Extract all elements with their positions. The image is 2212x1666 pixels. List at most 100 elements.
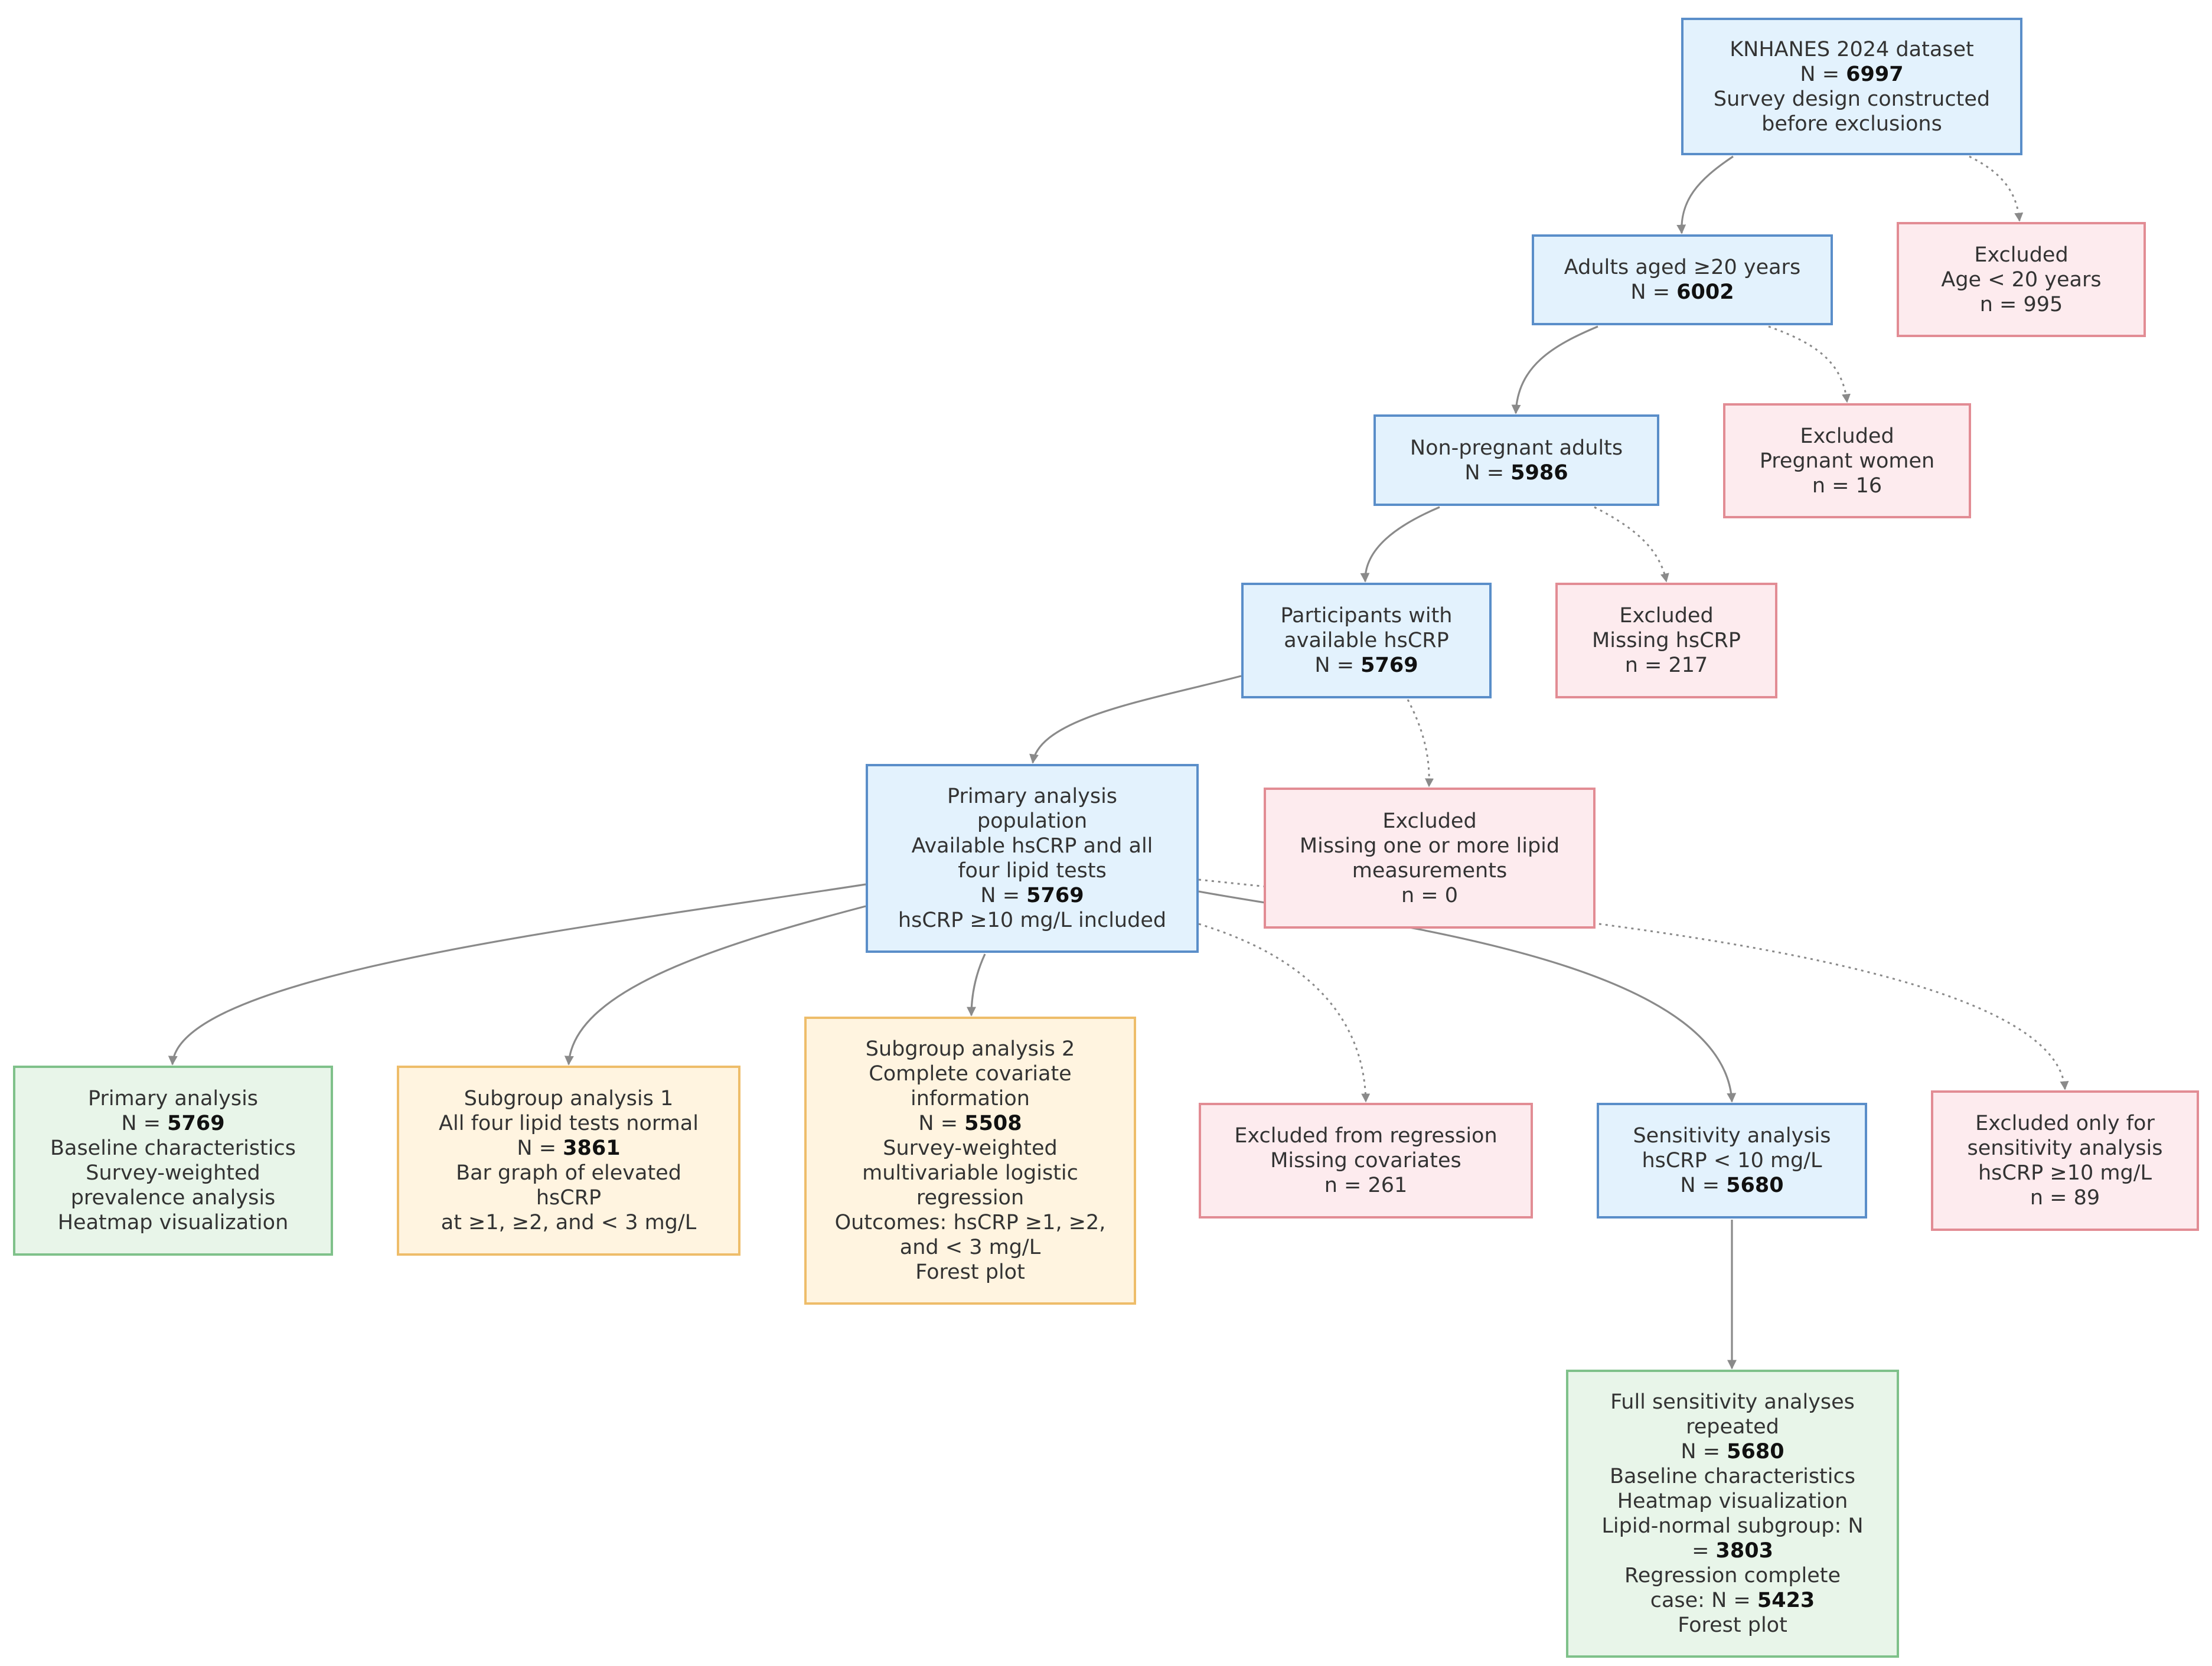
node-line: Baseline characteristics — [50, 1136, 296, 1161]
node-line: Missing hsCRP — [1592, 628, 1741, 653]
edge-available-to-primary-population — [1029, 675, 1242, 764]
node-line-text: Excluded from regression — [1234, 1124, 1497, 1148]
edge-population-to-subgroup1 — [564, 905, 866, 1066]
node-line-text: Heatmap visualization — [1617, 1489, 1848, 1513]
node-line: before exclusions — [1761, 112, 1942, 136]
node-line: N = 6997 — [1800, 62, 1903, 87]
edge-nonpregnant-to-excluded-hscrp — [1594, 506, 1669, 583]
node-line-text: Full sensitivity analyses — [1610, 1390, 1855, 1414]
node-line-text: n = 89 — [2030, 1186, 2100, 1210]
node-line: regression — [916, 1185, 1024, 1210]
node-line-text: prevalence analysis — [70, 1186, 276, 1210]
node-line-text: Non-pregnant adults — [1410, 436, 1623, 460]
node-line-text: N = — [121, 1112, 168, 1135]
node-line: and < 3 mg/L — [900, 1235, 1040, 1260]
node-line: Survey design constructed — [1714, 87, 1990, 112]
node-line-text: measurements — [1352, 858, 1508, 883]
node-line: n = 995 — [1980, 292, 2063, 317]
node-line: N = 5508 — [918, 1111, 1022, 1136]
node-line: N = 3861 — [517, 1136, 620, 1161]
node-line-text: = — [1692, 1539, 1716, 1563]
node-line: Primary analysis — [947, 784, 1117, 809]
node-line: Heatmap visualization — [58, 1210, 289, 1235]
edge-available-to-excluded-lipid — [1407, 699, 1434, 788]
node-line-text: before exclusions — [1761, 112, 1942, 136]
node-line-text: hsCRP ≥10 mg/L included — [898, 909, 1167, 932]
edge-dataset-to-excluded-age — [1969, 155, 2024, 222]
node-line-text: Survey-weighted — [86, 1161, 260, 1185]
node-line: Excluded — [1382, 809, 1476, 834]
node-line: All four lipid tests normal — [439, 1111, 699, 1136]
node-line-text: multivariable logistic — [862, 1161, 1078, 1185]
node-count: 5769 — [1026, 884, 1084, 907]
node-line: Non-pregnant adults — [1410, 436, 1623, 460]
node-line: Excluded from regression — [1234, 1123, 1497, 1148]
node-line-text: Bar graph of elevated — [456, 1161, 681, 1185]
node-line: N = 5769 — [1314, 653, 1418, 678]
node-line: hsCRP — [536, 1185, 601, 1210]
node-line-text: N = — [1314, 654, 1361, 677]
node-line: Excluded only for — [1975, 1111, 2155, 1136]
node-line: at ≥1, ≥2, and < 3 mg/L — [441, 1210, 696, 1235]
node-line-text: n = 0 — [1401, 883, 1459, 907]
node-line-text: Sensitivity analysis — [1633, 1124, 1831, 1148]
node-line: = 3803 — [1692, 1538, 1773, 1563]
node-line-text: Subgroup analysis 1 — [464, 1087, 674, 1110]
node-line: Outcomes: hsCRP ≥1, ≥2, — [835, 1210, 1106, 1235]
node-line-text: Baseline characteristics — [1609, 1465, 1855, 1488]
node-line: Excluded — [1619, 603, 1713, 628]
node-line-text: hsCRP < 10 mg/L — [1642, 1149, 1822, 1172]
node-line: Adults aged ≥20 years — [1564, 255, 1800, 280]
node-line-text: Baseline characteristics — [50, 1136, 296, 1160]
node-line: prevalence analysis — [71, 1185, 276, 1210]
edge-adults-to-excluded-pregnant — [1768, 325, 1851, 403]
node-count: 5769 — [167, 1112, 225, 1135]
node-line-text: information — [910, 1087, 1030, 1110]
node-line-text: N = — [1464, 460, 1511, 485]
node-line-text: Primary analysis — [947, 785, 1118, 808]
node-line: Primary analysis — [88, 1086, 258, 1111]
node-line: N = 5986 — [1464, 460, 1568, 485]
node-line-text: Primary analysis — [87, 1087, 259, 1110]
node-count: 3861 — [563, 1136, 621, 1160]
edge-nonpregnant-to-available — [1360, 506, 1440, 583]
node-line-text: Missing one or more lipid — [1299, 834, 1560, 858]
node-line-text: at ≥1, ≥2, and < 3 mg/L — [441, 1211, 697, 1234]
node-line: measurements — [1352, 858, 1507, 883]
node-count: 5769 — [1361, 654, 1418, 677]
node-line: Participants with — [1281, 603, 1453, 628]
node-count: 5680 — [1726, 1174, 1784, 1197]
node-line-text: KNHANES 2024 dataset — [1730, 37, 1974, 61]
node-count: 5986 — [1510, 460, 1568, 485]
node-line-text: Subgroup analysis 2 — [865, 1037, 1075, 1061]
node-line: Missing covariates — [1270, 1148, 1461, 1173]
node-line: n = 89 — [2030, 1185, 2100, 1210]
edge-population-to-excluded-regression — [1198, 923, 1371, 1103]
node-line-text: N = — [1630, 280, 1677, 304]
node-line: hsCRP < 10 mg/L — [1642, 1148, 1822, 1173]
node-line-text: four lipid tests — [958, 859, 1107, 883]
node-line-text: Survey-weighted — [883, 1136, 1058, 1160]
node-line-text: N = — [517, 1136, 563, 1160]
node-line: N = 5769 — [980, 883, 1084, 908]
node-line: n = 261 — [1324, 1173, 1408, 1198]
node-line: Missing one or more lipid — [1300, 834, 1560, 858]
node-line-text: Missing hsCRP — [1592, 629, 1741, 652]
node-line: n = 16 — [1812, 473, 1882, 498]
node-line: repeated — [1686, 1415, 1779, 1439]
node-count: 5508 — [964, 1112, 1022, 1135]
node-line: N = 6002 — [1630, 280, 1734, 305]
node-line: Complete covariate — [869, 1061, 1071, 1086]
